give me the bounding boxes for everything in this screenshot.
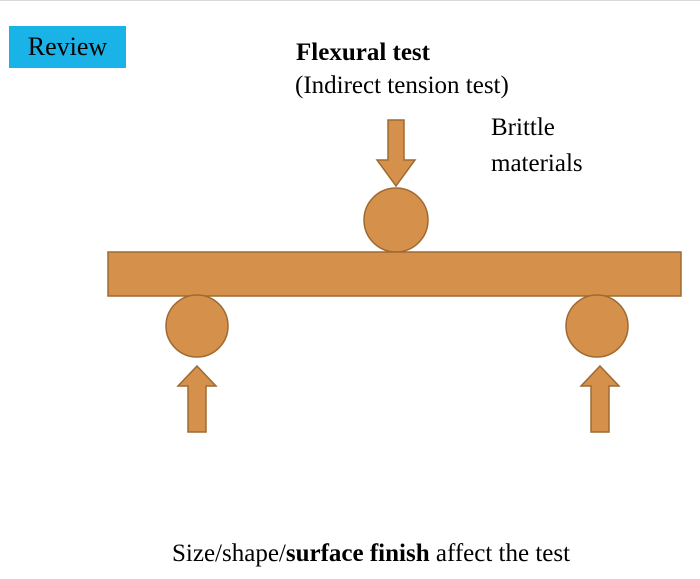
load-arrow-down <box>375 119 417 188</box>
material-note-line-2: materials <box>491 150 583 177</box>
diagram-title: Flexural test <box>296 39 430 66</box>
caption: Size/shape/surface finish affect the tes… <box>172 540 570 568</box>
material-note-line-1: Brittle <box>491 114 555 141</box>
left-support-roller <box>165 294 229 358</box>
caption-part-1: Size/shape/ <box>172 540 286 567</box>
caption-part-2: affect the test <box>429 540 571 567</box>
beam-specimen <box>107 251 682 297</box>
right-reaction-arrow-up <box>579 364 621 433</box>
top-divider <box>0 0 700 1</box>
review-badge-label: Review <box>27 32 108 61</box>
caption-emphasis: surface finish <box>285 540 430 567</box>
right-support-roller <box>565 294 629 358</box>
material-note: Brittle materials <box>491 110 583 182</box>
load-roller <box>363 187 429 253</box>
left-reaction-arrow-up <box>176 364 218 433</box>
review-badge: Review <box>9 26 126 68</box>
diagram-subtitle: (Indirect tension test) <box>295 72 509 99</box>
